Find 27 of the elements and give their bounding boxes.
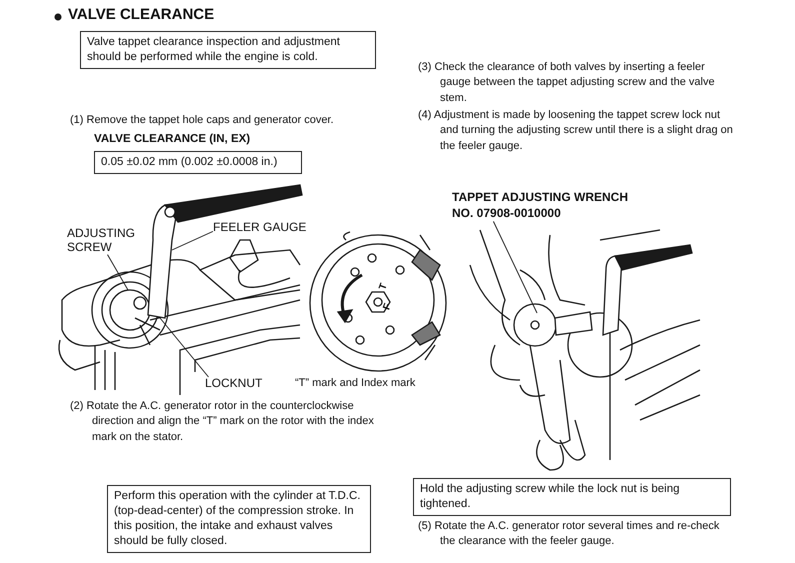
note-box	[80, 31, 376, 69]
part-label: “T” mark and Index mark	[295, 376, 416, 391]
leader-line	[160, 318, 209, 378]
leader-line	[107, 254, 128, 290]
leader-line	[492, 220, 538, 314]
note-text: Hold the adjusting screw while the lock nut is being tightened.	[420, 482, 681, 512]
step-text: (2) Rotate the A.C. generator rotor in the counterclockwise direction and align the “T” mark on the rotor with the index mark on the stator.	[70, 399, 375, 445]
leader-line	[172, 230, 214, 250]
spec-heading: VALVE CLEARANCE (IN, EX)	[94, 133, 250, 145]
note-box	[413, 478, 731, 516]
timing-mark: T	[376, 282, 391, 292]
step-text: (4) Adjustment is made by loosening the tappet screw lock nut and turning the adjusting screw until there is a slight drag on the feeler gauge.	[418, 108, 734, 154]
note-box	[107, 485, 371, 553]
timing-mark: F	[380, 302, 395, 312]
part-label: LOCKNUT	[205, 377, 275, 391]
note-text: Valve tappet clearance inspection and adjustment should be performed while the engine is cold.	[87, 35, 341, 65]
step-text: (1) Remove the tappet hole caps and generator cover.	[70, 113, 335, 128]
note-text: Perform this operation with the cylinder at T.D.C. (top-dead-center) of the compression stroke. In this position, the intake and exhaust valves should be fully closed.	[114, 489, 362, 549]
part-label: FEELER GAUGE	[213, 221, 323, 235]
step-text: (3) Check the clearance of both valves by inserting a feeler gauge between the tappet adjusting screw and the valve stem.	[418, 60, 716, 106]
part-label: ADJUSTING SCREW	[67, 227, 157, 255]
note-text: 0.05 ±0.02 mm (0.002 ±0.0008 in.)	[101, 155, 278, 170]
part-number: NO. 07908-0010000	[452, 205, 561, 222]
tool-name: TAPPET ADJUSTING WRENCH	[452, 189, 628, 206]
step-text: (5) Rotate the A.C. generator rotor several times and re-check the clearance with the feeler gauge.	[418, 519, 720, 550]
note-box	[94, 151, 302, 174]
section-title: VALVE CLEARANCE	[68, 6, 214, 23]
